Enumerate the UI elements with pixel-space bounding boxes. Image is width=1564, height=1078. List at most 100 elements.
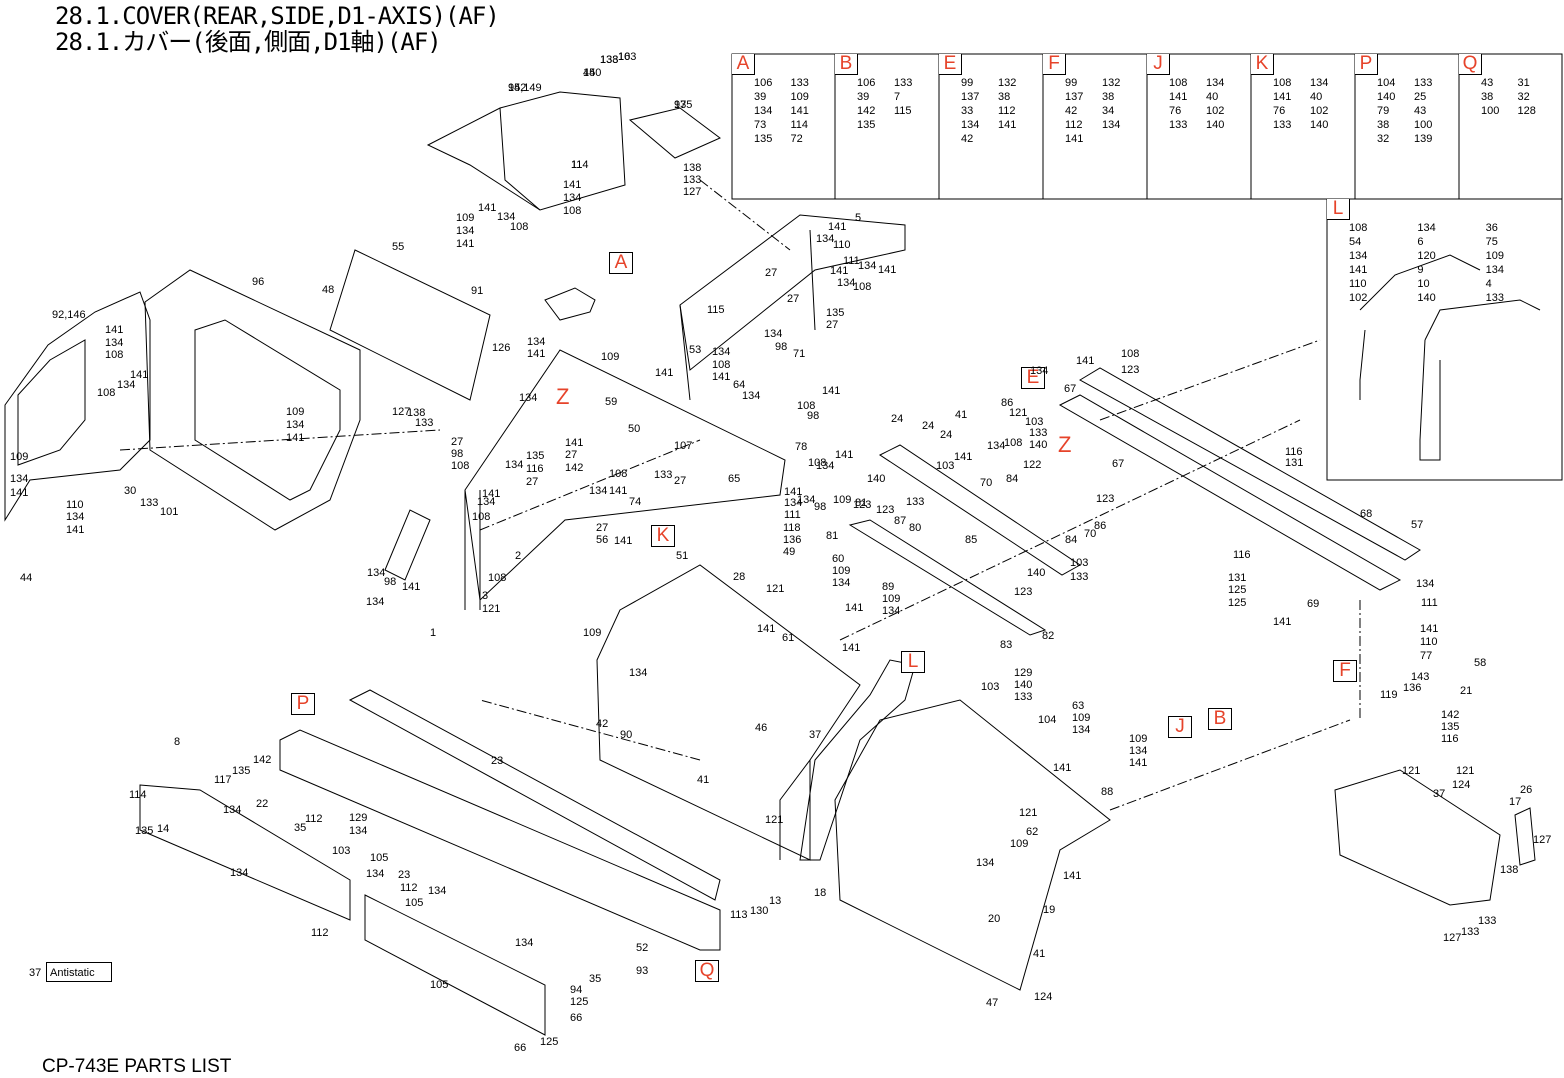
part-number-label: 134 [105,337,124,349]
detail-F-part-label: 132 [1102,77,1121,89]
detail-J-part-label: 102 [1206,105,1225,117]
part-number-label: 108 [609,468,628,480]
part-number-label: 89 [882,581,895,593]
part-number-label: 47 [986,997,999,1009]
part-number-label: 108 [1121,348,1140,360]
detail-B-part-label: 142 [857,105,876,117]
part-number-label: 140 [1027,567,1046,579]
part-number-label: 103 [936,460,955,472]
part-number-label: 123 [1096,493,1115,505]
part-number-label: 141 [842,642,861,654]
part-number-label: 114 [129,789,147,801]
part-number-label: 123 [876,504,895,516]
detail-P-part-label: 32 [1377,133,1390,145]
detail-P-part-label: 104 [1377,77,1396,89]
part-number-label: 134 [349,825,368,837]
part-number-label: 134 [1416,578,1435,590]
part-number-label: 141 [105,324,124,336]
legend-text: Antistatic [50,967,95,979]
part-number-label: 5 [855,212,862,224]
part-number-label: 30 [124,485,137,497]
detail-P-part-label: 139 [1414,133,1433,145]
part-number-label: 134 [764,328,783,340]
part-number-label: 134 [497,211,516,223]
detail-L-part-label: 10 [1417,278,1430,290]
part-number-label: 135 [826,307,845,319]
part-number-label: 105 [370,852,389,864]
part-number-label: 127 [1443,932,1462,944]
part-number-label: 27 [526,476,539,488]
part-number-label: 125 [540,1036,559,1048]
assembly-axis-lines [119,179,1361,811]
detail-B-part-label: 106 [857,77,876,89]
detail-L-part-label: 120 [1417,250,1436,262]
callout-A: A [609,252,633,274]
part-number-label: 98 [807,410,820,422]
part-number-label: 86 [1001,397,1014,409]
part-number-label: 141 [482,488,501,500]
part-number-label: 37 [809,729,822,741]
part-number-label: 111 [843,255,860,267]
part-number-label: 84 [1065,534,1078,546]
part-number-label: 141 [10,487,29,499]
part-number-label: 101 [160,506,179,518]
part-number-label: 103 [1025,416,1044,428]
part-number-label: 109 [583,627,602,639]
part-number-label: 141 [527,348,546,360]
part-number-label: 84 [1006,473,1019,485]
detail-A-part-label: 114 [790,119,809,131]
part-number-label: 35 [294,822,307,834]
part-number-label: 27 [565,449,578,461]
part-number-label: 134 [987,440,1006,452]
part-number-label: 140 [1014,679,1033,691]
part-number-label: 141 [655,367,674,379]
detail-Q-part-label: 100 [1481,105,1500,117]
detail-E-part-label: 132 [998,77,1017,89]
part-number-label: 134 [837,277,856,289]
part-number-label: 55 [392,241,405,253]
footer-title: CP-743E PARTS LIST [42,1056,232,1077]
detail-A-part-label: 39 [754,91,767,103]
part-number-label: 134 [456,225,475,237]
part-number-label: 121 [482,603,501,615]
detail-P-part-label: 25 [1414,91,1427,103]
part-number-label: 138 [407,407,426,419]
part-number-label: 107 [674,440,693,452]
part-number-label: 121 [766,583,785,595]
part-number-label: 119 [1380,689,1398,701]
part-number-label: 138 [600,54,619,66]
detail-J-tag: J [1147,54,1170,75]
part-number-label: 138 [683,162,702,174]
part-number-label: 90 [620,729,633,741]
part-number-label: 109 [882,593,901,605]
part-number-label: 62 [1026,826,1039,838]
detail-J-part-label: 76 [1169,105,1182,117]
part-number-label: 49 [783,546,796,558]
detail-A-part-label: 73 [754,119,767,131]
part-number-label: 118 [783,522,801,534]
detail-E-part-label: 134 [961,119,980,131]
part-number-label: 81 [855,497,868,509]
part-number-label: 96 [252,276,265,288]
part-number-label: 52 [636,942,649,954]
detail-B-part-label: 133 [894,77,913,89]
part-number-label: 125 [570,996,589,1008]
part-number-label: 103 [981,681,1000,693]
legend-antistatic-box: Antistatic [46,962,112,982]
detail-A-tag: A [732,54,755,75]
detail-L-part-label: 109 [1485,250,1505,262]
part-number-label: 23 [398,869,411,881]
part-number-label: 134 [816,233,835,245]
part-number-label: 109 [832,565,851,577]
part-number-label: 133 [415,417,434,429]
part-number-label: 110 [1420,636,1438,648]
part-number-label: 63 [1072,700,1085,712]
part-number-label: 131 [1285,457,1304,469]
detail-L-part-label: 140 [1417,292,1436,304]
part-number-label: 141 [402,581,421,593]
detail-E-part-label: 38 [998,91,1011,103]
detail-Q-part-label: 38 [1481,91,1494,103]
part-number-label: 122 [1023,459,1042,471]
part-number-label: 141 [822,385,841,397]
callout-L: L [901,651,925,673]
